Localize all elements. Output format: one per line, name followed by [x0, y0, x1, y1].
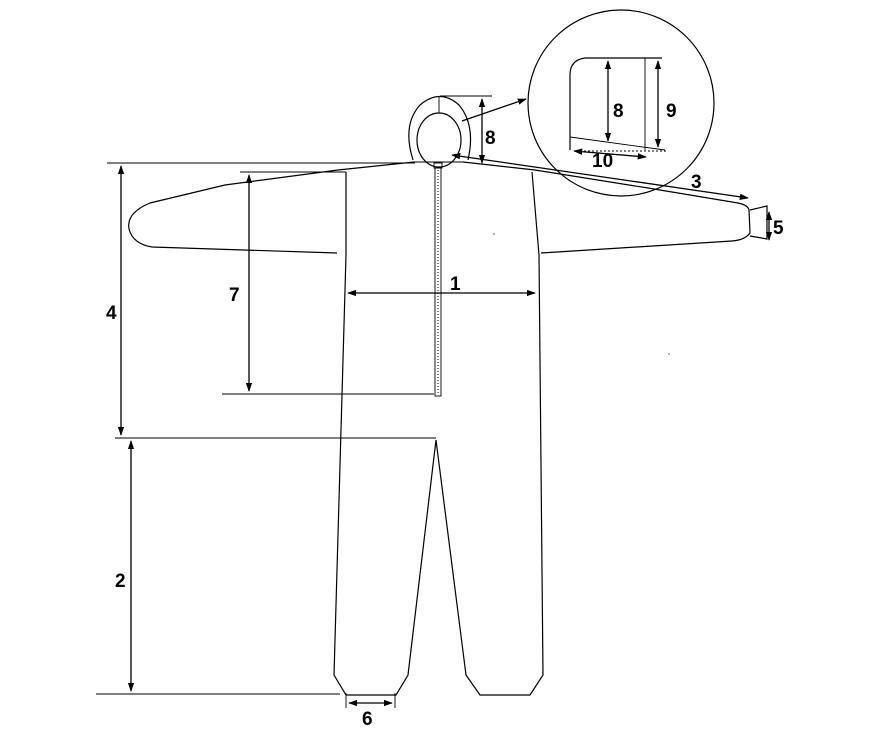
left-sleeve-outline: [128, 161, 415, 254]
dim-6-label: 6: [362, 709, 373, 730]
detail-callout-arrow: [461, 98, 527, 122]
detail-dim-8-label: 8: [613, 101, 624, 122]
dim-3-line: [451, 153, 749, 200]
detail-dim-9-label: 9: [666, 101, 677, 122]
detail-circle: [527, 9, 715, 197]
speck: [493, 233, 495, 235]
detail-hood-edge: [569, 57, 662, 150]
cuff-outline: [749, 205, 768, 240]
coverall-outline: [128, 161, 768, 696]
dim-1-label: 1: [450, 274, 461, 295]
dim-2-label: 2: [115, 571, 126, 592]
detail-seam-line: [569, 136, 666, 151]
zipper: [433, 162, 443, 397]
zipper-track: [434, 167, 442, 397]
dim-8-label: 8: [485, 128, 496, 149]
speck: [668, 353, 670, 355]
dim-7-label: 7: [229, 285, 240, 306]
hood-face-opening: [416, 112, 462, 168]
dim-4-label: 4: [106, 303, 117, 324]
hood: [408, 95, 472, 168]
right-sleeve-outline: [462, 161, 751, 254]
detail-dim-10-line: [573, 148, 647, 160]
torso-leg-outline: [333, 171, 544, 696]
dim-3-label: 3: [691, 172, 702, 193]
detail-dim-10-label: 10: [592, 151, 613, 172]
hood-outer: [408, 95, 472, 161]
hood-detail-view: 8 9 10: [527, 9, 715, 197]
dim-5-label: 5: [773, 218, 784, 239]
